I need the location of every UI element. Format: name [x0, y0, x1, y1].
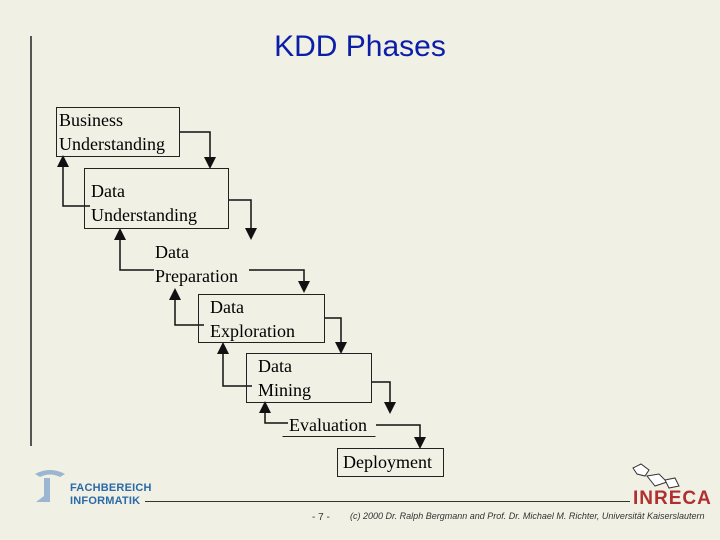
arrow-back-4	[217, 342, 252, 387]
phase-box-data-mining: Data Mining	[246, 353, 372, 403]
arrow-forward-3	[249, 269, 310, 293]
phase-box-evaluation: Evaluation	[282, 413, 376, 437]
arrow-forward-4	[325, 317, 347, 354]
phase-box-data-preparation: Data Preparation	[155, 242, 238, 286]
phase-box-deployment: Deployment	[337, 448, 444, 477]
arrow-back-5	[259, 401, 288, 424]
phase-box-data-understanding: Data Understanding	[84, 168, 229, 229]
arrow-back-3	[169, 288, 204, 326]
informatik-logo-icon	[35, 470, 65, 502]
phase-box-data-exploration: Data Exploration	[198, 294, 325, 343]
left-divider-line	[30, 36, 32, 446]
page-number: - 7 -	[312, 512, 330, 523]
arrow-forward-2	[229, 199, 257, 240]
arrow-forward-6	[376, 424, 426, 449]
arrow-forward-1	[180, 131, 216, 169]
footer-divider	[145, 501, 630, 502]
arrow-back-2	[114, 228, 154, 271]
fachbereich-informatik-logo: FACHBEREICH INFORMATIK	[30, 466, 170, 510]
phase-box-business-understanding: Business Understanding	[56, 107, 180, 157]
logo-left-line2: INFORMATIK	[70, 495, 141, 507]
arrow-back-1	[57, 155, 90, 207]
inreca-map-icon	[632, 463, 680, 489]
inreca-logo-text: INRECA	[633, 488, 712, 509]
arrow-forward-5	[372, 381, 396, 414]
page-title: KDD Phases	[274, 30, 446, 63]
copyright-text: (c) 2000 Dr. Ralph Bergmann and Prof. Dr…	[350, 511, 705, 521]
logo-left-line1: FACHBEREICH	[70, 482, 152, 494]
